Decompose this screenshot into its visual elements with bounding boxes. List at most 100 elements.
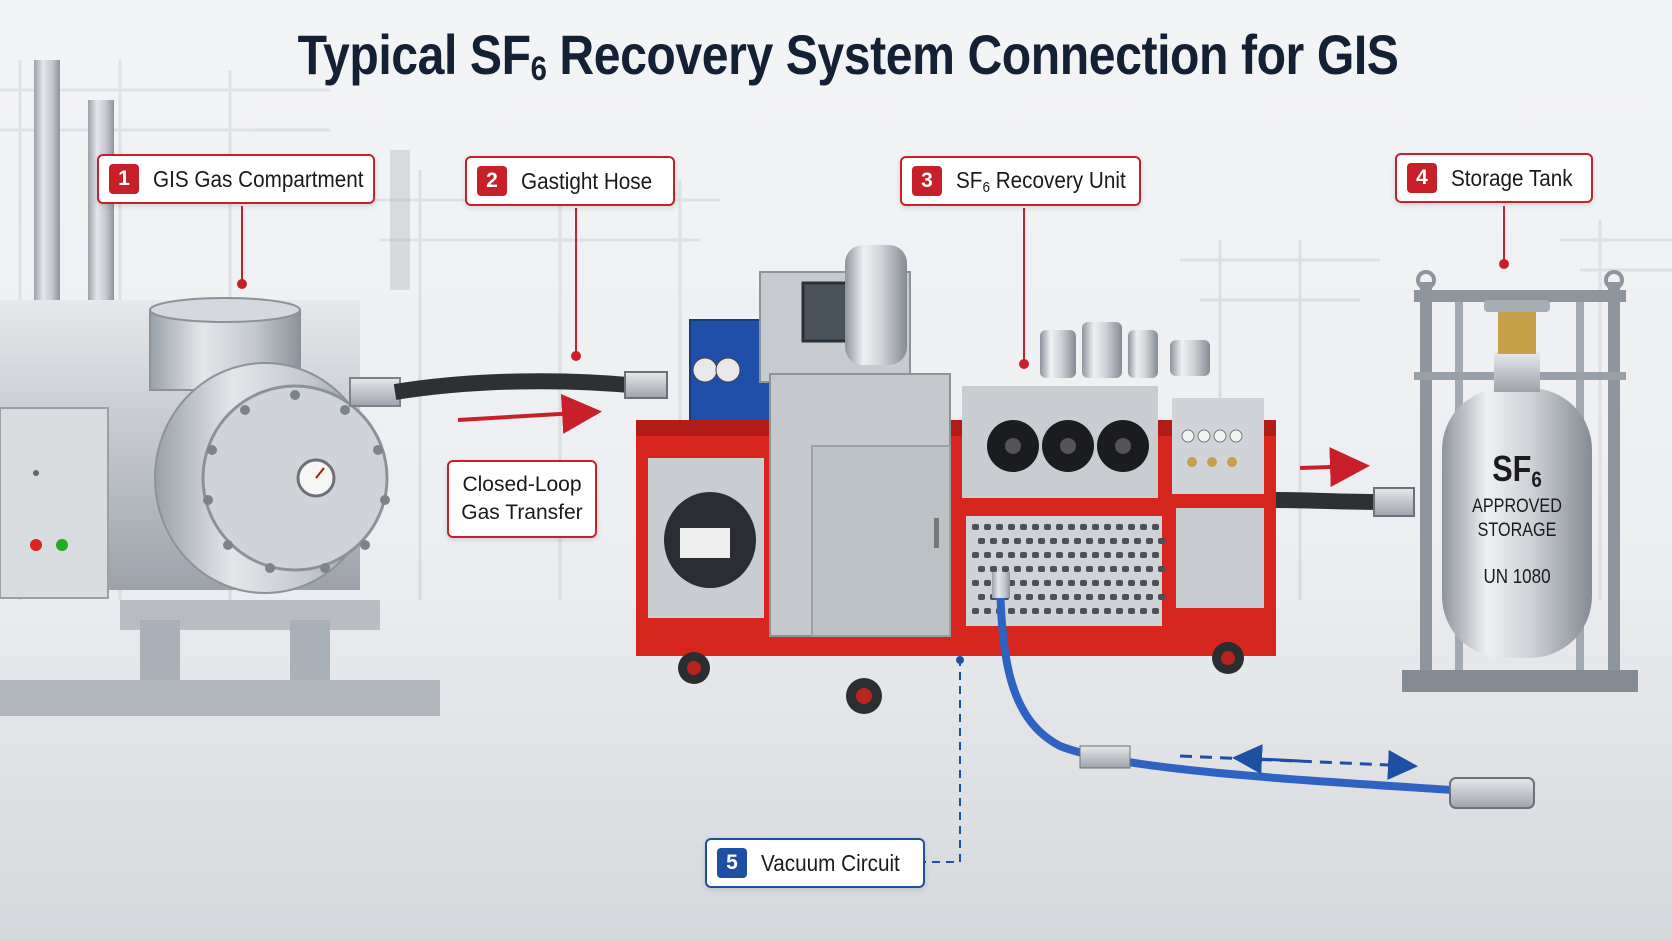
tank-hose (1275, 492, 1381, 510)
callout-vacuum-circuit: 5 Vacuum Circuit (705, 838, 925, 888)
grill-hole (1104, 524, 1111, 530)
grill-hole (1158, 566, 1165, 572)
grill-hole (1098, 538, 1105, 544)
grill-hole (1158, 594, 1165, 600)
grill-hole (984, 580, 991, 586)
callout-number-1: 1 (109, 164, 139, 194)
grill-hole (1080, 608, 1087, 614)
grill-hole (1146, 594, 1153, 600)
page-title: Typical SF6 Recovery System Connection f… (297, 23, 1399, 88)
grill-hole (1110, 538, 1117, 544)
tank-approved-label: APPROVED (1472, 496, 1562, 517)
grill-hole (1104, 608, 1111, 614)
grill-hole (1056, 608, 1063, 614)
grill-hole (1002, 566, 1009, 572)
vacuum-leader-line (918, 662, 961, 863)
grill-hole (1062, 538, 1069, 544)
grill-hole (1128, 552, 1135, 558)
callout-label: GIS Gas Compartment (153, 165, 364, 192)
grill-hole (1080, 580, 1087, 586)
grill-hole (1146, 538, 1153, 544)
grill-hole (1140, 552, 1147, 558)
note-line-2: Gas Transfer (461, 501, 583, 524)
recovery-unit (636, 245, 1276, 714)
callout-label: Vacuum Circuit (761, 849, 900, 876)
grill-hole (1104, 580, 1111, 586)
grill-hole (978, 538, 985, 544)
grill-hole (1020, 552, 1027, 558)
grill-hole (1068, 580, 1075, 586)
grill-hole (1134, 594, 1141, 600)
grill-hole (1110, 594, 1117, 600)
callout-gastight-hose: 2 Gastight Hose (465, 156, 675, 206)
grill-hole (1152, 580, 1159, 586)
ventilation-grill (972, 524, 1165, 614)
grill-hole (1044, 580, 1051, 586)
grill-hole (984, 552, 991, 558)
grill-hole (972, 580, 979, 586)
callout-sf6-recovery-unit: 3 SF6 Recovery Unit (900, 156, 1141, 206)
callout-storage-tank: 4 Storage Tank (1395, 153, 1593, 203)
grill-hole (1068, 524, 1075, 530)
grill-hole (996, 524, 1003, 530)
grill-hole (972, 524, 979, 530)
grill-hole (1050, 566, 1057, 572)
grill-hole (1152, 524, 1159, 530)
grill-hole (1044, 524, 1051, 530)
grill-hole (1152, 608, 1159, 614)
callout-label: Gastight Hose (521, 167, 653, 194)
grill-hole (978, 566, 985, 572)
grill-hole (990, 538, 997, 544)
grill-hole (1038, 566, 1045, 572)
grill-hole (1020, 580, 1027, 586)
grill-hole (984, 524, 991, 530)
grill-hole (1002, 538, 1009, 544)
grill-hole (1134, 538, 1141, 544)
grill-hole (1110, 566, 1117, 572)
callout-gis-gas-compartment: 1 GIS Gas Compartment (97, 154, 375, 204)
grill-hole (1032, 580, 1039, 586)
grill-hole (1116, 580, 1123, 586)
grill-hole (1026, 566, 1033, 572)
callout-label: Storage Tank (1451, 164, 1573, 191)
grill-hole (1020, 608, 1027, 614)
grill-hole (1068, 608, 1075, 614)
grill-hole (1032, 552, 1039, 558)
tank-un-number: UN 1080 (1483, 566, 1551, 588)
grill-hole (1140, 608, 1147, 614)
grill-hole (1074, 538, 1081, 544)
grill-hole (1044, 608, 1051, 614)
grill-hole (1038, 594, 1045, 600)
grill-hole (1056, 580, 1063, 586)
grill-hole (1116, 608, 1123, 614)
grill-hole (1122, 566, 1129, 572)
gastight-hose (393, 373, 641, 400)
grill-hole (1092, 524, 1099, 530)
grill-hole (972, 608, 979, 614)
grill-hole (1086, 566, 1093, 572)
grill-hole (1014, 566, 1021, 572)
grill-hole (1086, 538, 1093, 544)
grill-hole (1062, 594, 1069, 600)
note-line-1: Closed-Loop (462, 473, 582, 496)
grill-hole (1044, 552, 1051, 558)
unit-wheels (678, 642, 1244, 714)
grill-hole (1092, 608, 1099, 614)
grill-hole (1050, 538, 1057, 544)
grill-hole (1068, 552, 1075, 558)
grill-hole (1032, 608, 1039, 614)
grill-hole (996, 552, 1003, 558)
grill-hole (1098, 566, 1105, 572)
grill-hole (972, 552, 979, 558)
grill-hole (1116, 552, 1123, 558)
grill-hole (1008, 552, 1015, 558)
grill-hole (1146, 566, 1153, 572)
grill-hole (1032, 524, 1039, 530)
grill-hole (1080, 552, 1087, 558)
closed-loop-note: Closed-Loop Gas Transfer (447, 460, 597, 538)
callout-label: SF6 Recovery Unit (956, 166, 1126, 196)
grill-hole (1158, 538, 1165, 544)
grill-hole (1092, 580, 1099, 586)
grill-hole (1038, 538, 1045, 544)
